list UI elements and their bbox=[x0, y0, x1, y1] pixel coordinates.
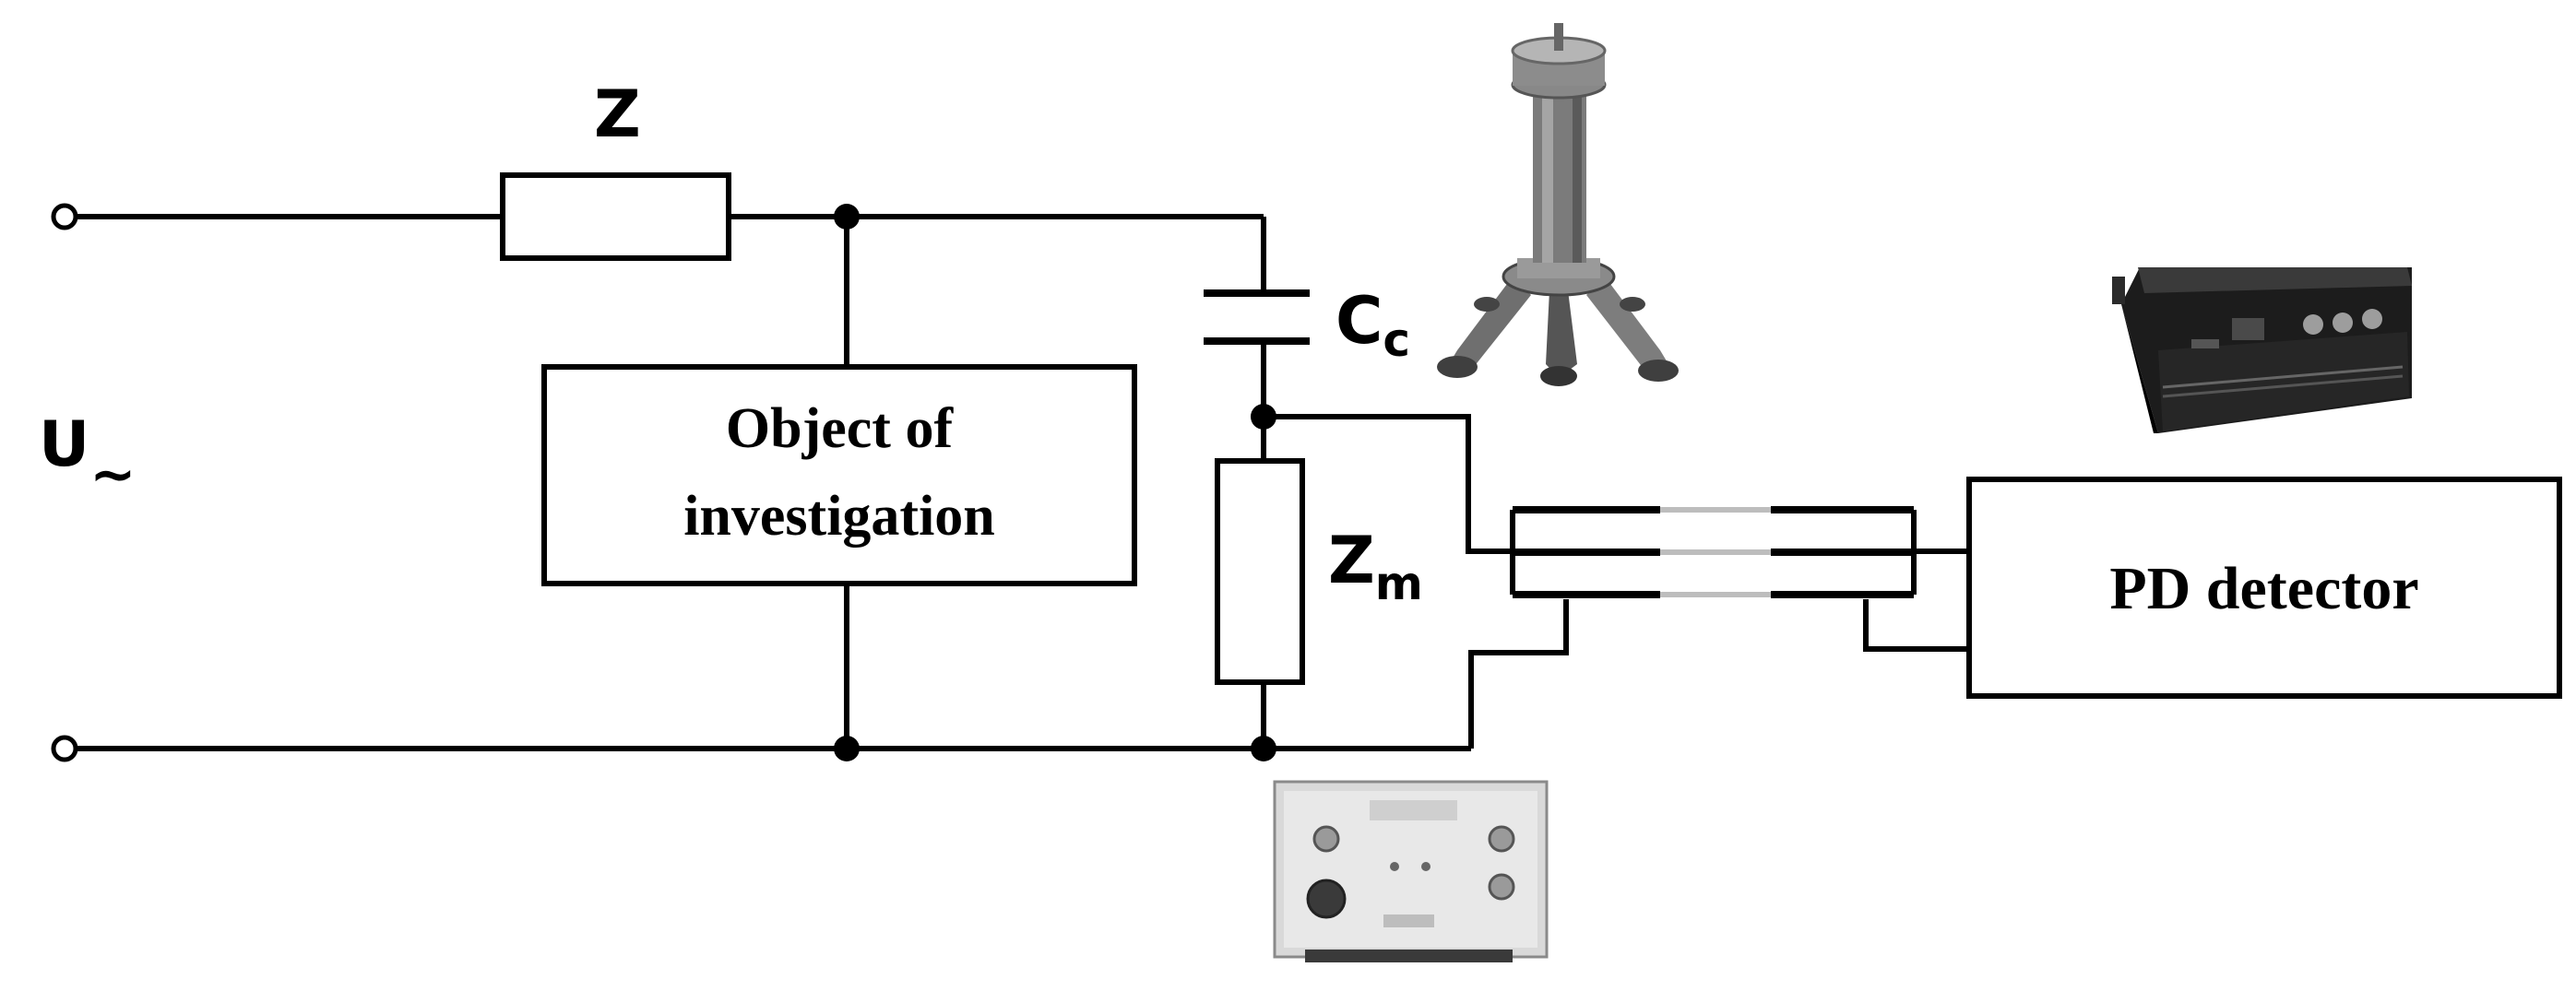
impedance-z-resistor bbox=[500, 172, 731, 261]
signal-wire bbox=[1264, 414, 1513, 554]
measuring-impedance-resistor bbox=[1215, 458, 1305, 685]
coupling-capacitor-symbol bbox=[1204, 289, 1310, 345]
detector-ground-wire bbox=[1863, 599, 1969, 652]
pd-detector-device-photo bbox=[2112, 267, 2412, 433]
object-of-investigation-box bbox=[541, 364, 1137, 586]
source-terminal-top bbox=[51, 203, 78, 230]
source-label: U~ bbox=[39, 408, 137, 507]
measuring-impedance-unit-photo bbox=[1273, 780, 1549, 962]
coupling-capacitor-label: Cc bbox=[1335, 283, 1410, 367]
coaxial-cable bbox=[1510, 506, 1917, 598]
coupling-capacitor-photo bbox=[1437, 23, 1679, 386]
impedance-z-label: Z bbox=[594, 77, 641, 152]
pd-detector-label: PD detector bbox=[2109, 555, 2418, 622]
pd-detector-box bbox=[1966, 477, 2562, 699]
source-terminal-bottom bbox=[51, 735, 78, 762]
junction-nodes bbox=[834, 204, 1276, 761]
junction-node bbox=[834, 204, 860, 230]
object-label-line1: Object of bbox=[726, 397, 955, 460]
object-label-line2: investigation bbox=[683, 485, 995, 548]
junction-node bbox=[834, 736, 860, 761]
measuring-impedance-label: Zm bbox=[1328, 523, 1423, 610]
ground-wire bbox=[1468, 599, 1569, 749]
circuit-wires bbox=[77, 214, 1969, 751]
junction-node bbox=[1251, 736, 1276, 761]
junction-node bbox=[1251, 404, 1276, 430]
